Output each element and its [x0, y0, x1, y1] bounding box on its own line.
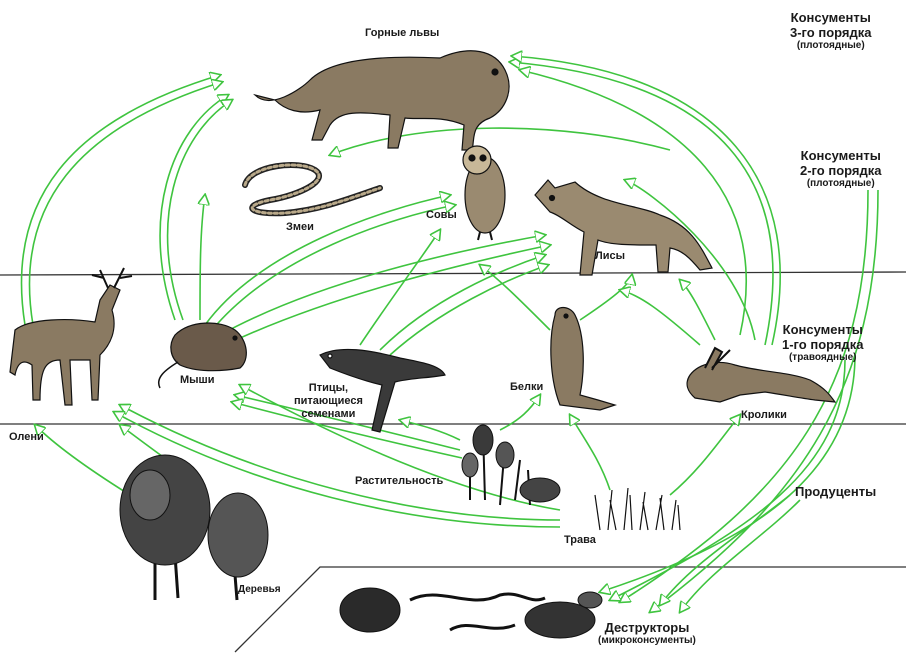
level-decomposers-line-1: Деструкторы	[598, 620, 696, 635]
level-decomposers: Деструкторы (микроконсументы)	[598, 620, 696, 647]
label-birds-line-2: питающиеся	[294, 395, 363, 408]
label-mountain-lions: Горные львы	[365, 27, 439, 40]
level-tertiary-consumers: Консументы 3-го порядка (плотоядные)	[790, 10, 872, 52]
label-owls: Совы	[426, 209, 457, 222]
label-foxes: Лисы	[595, 250, 625, 263]
label-mice: Мыши	[180, 374, 215, 387]
label-vegetation: Растительность	[355, 475, 443, 488]
level-secondary-consumers: Консументы 2-го порядка (плотоядные)	[800, 148, 882, 190]
label-trees: Деревья	[238, 583, 281, 596]
grass-icon	[595, 488, 680, 530]
level-divider-top	[0, 272, 906, 275]
level-producers-line-1: Продуценты	[795, 484, 876, 499]
label-birds-line-1: Птицы,	[294, 382, 363, 395]
level-decomposers-line-2: (микроконсументы)	[598, 635, 696, 647]
level-producers: Продуценты	[795, 484, 876, 499]
level-secondary-line-3: (плотоядные)	[800, 178, 882, 190]
label-squirrels: Белки	[510, 381, 543, 394]
snake-icon	[245, 165, 380, 213]
label-rabbits: Кролики	[741, 409, 787, 422]
label-snakes: Змеи	[286, 221, 314, 234]
owl-icon	[463, 146, 505, 240]
level-primary-line-2: 1-го порядка	[782, 337, 864, 352]
label-birds-line-3: семенами	[294, 408, 363, 421]
label-grass: Трава	[564, 534, 596, 547]
squirrel-icon	[551, 308, 615, 411]
level-tertiary-line-3: (плотоядные)	[790, 40, 872, 52]
level-primary-line-1: Консументы	[782, 322, 864, 337]
level-primary-consumers: Консументы 1-го порядка (травоядные)	[782, 322, 864, 364]
level-primary-line-3: (травоядные)	[782, 352, 864, 364]
deer-icon	[10, 268, 132, 405]
level-tertiary-line-2: 3-го порядка	[790, 25, 872, 40]
trees-icon	[120, 455, 268, 600]
vegetation-icon	[462, 425, 560, 505]
level-tertiary-line-1: Консументы	[790, 10, 872, 25]
decomposers-icon	[340, 588, 602, 638]
label-deer: Олени	[9, 431, 44, 444]
level-secondary-line-2: 2-го порядка	[800, 163, 882, 178]
label-seed-eating-birds: Птицы, питающиеся семенами	[294, 382, 363, 421]
level-secondary-line-1: Консументы	[800, 148, 882, 163]
mountain-lion-icon	[255, 51, 509, 150]
